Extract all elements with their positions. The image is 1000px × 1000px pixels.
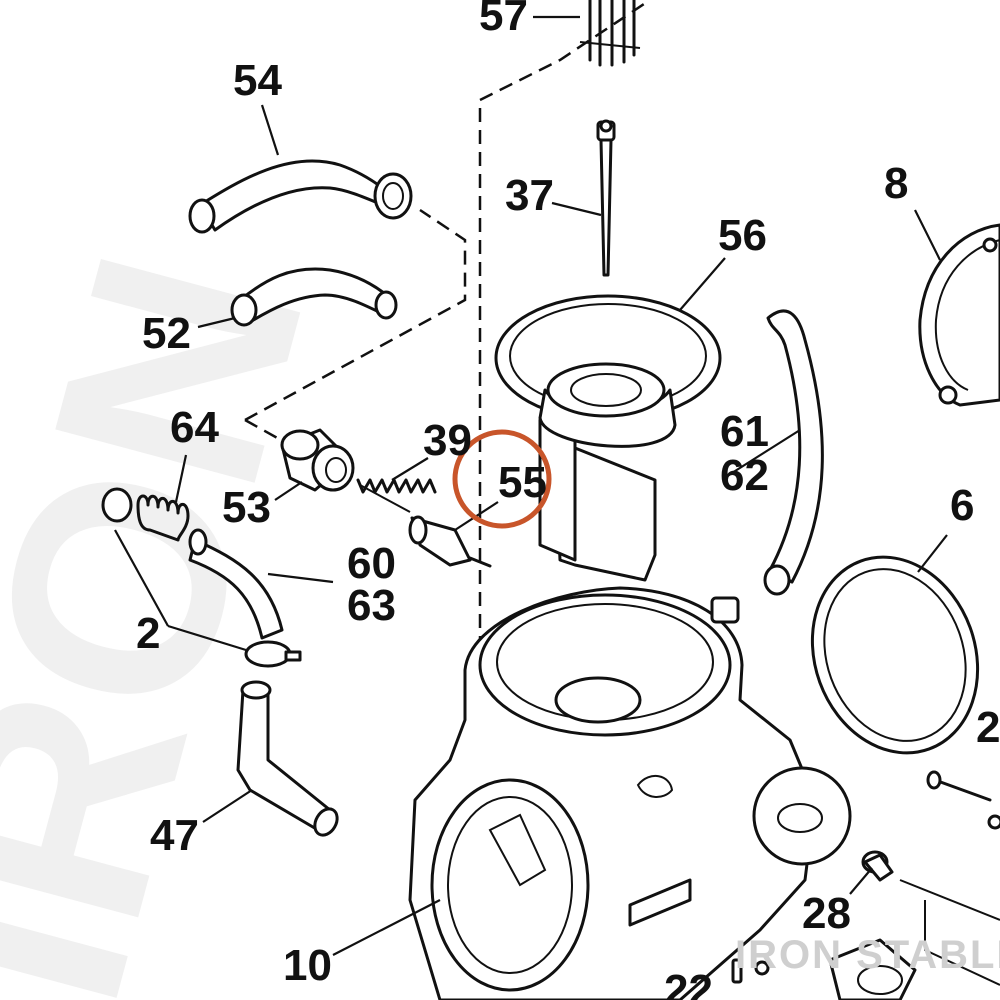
part-6-o-ring xyxy=(810,555,980,755)
callout-39: 39 xyxy=(423,416,472,465)
part-10-carburetor-body xyxy=(408,586,852,1000)
leader-lines xyxy=(114,15,948,956)
callout-8: 8 xyxy=(884,159,908,208)
callout-6: 6 xyxy=(950,481,974,530)
watermark-logo: IRON STABLE xyxy=(735,933,1000,977)
linkage-assembly xyxy=(828,938,917,1000)
part-28-bushing xyxy=(861,850,894,882)
callout-57: 57 xyxy=(479,0,528,40)
part-56-diaphragm-slide xyxy=(494,294,722,582)
callout-61: 61 xyxy=(720,407,769,456)
callout-64: 64 xyxy=(170,403,219,452)
callout-28: 28 xyxy=(802,889,851,938)
part-55-plunger xyxy=(408,515,492,568)
callout-22: 22 xyxy=(664,966,713,1000)
part-54-hose xyxy=(188,159,413,234)
part-52-hose xyxy=(230,267,398,327)
callout-10: 10 xyxy=(283,941,332,990)
part-8-backplate xyxy=(918,223,1000,407)
callout-62: 62 xyxy=(720,451,769,500)
callout-63: 63 xyxy=(347,581,396,630)
callout-2: 2 xyxy=(136,609,160,658)
part-22-screw xyxy=(731,958,770,984)
callout-53: 53 xyxy=(222,483,271,532)
callout-54: 54 xyxy=(233,56,282,105)
callout-60: 60 xyxy=(347,539,396,588)
callout-47: 47 xyxy=(150,811,199,860)
part-57-screws xyxy=(579,0,641,67)
part-47-elbow xyxy=(236,680,339,837)
part-64-spring-clamp xyxy=(101,487,190,542)
part-2-hose-clamp xyxy=(244,640,302,668)
part-39-spring xyxy=(356,478,437,513)
part-37-jet-needle xyxy=(596,119,616,277)
callout-37: 37 xyxy=(505,171,554,220)
callout-56: 56 xyxy=(718,211,767,260)
part-61-62-vent-hose xyxy=(763,309,824,596)
callout-52: 52 xyxy=(142,309,191,358)
part-60-63-hose xyxy=(188,528,284,640)
callout-labels: 57 54 37 56 8 52 64 39 55 61 62 53 6 60 … xyxy=(136,0,1000,1000)
part-53-fitting xyxy=(280,428,355,492)
right-dashed-frame xyxy=(899,879,1000,986)
part-2b-screw xyxy=(926,770,1000,830)
callout-2-right: 2 xyxy=(976,703,1000,752)
callout-55: 55 xyxy=(498,458,547,507)
highlight-circle xyxy=(452,429,552,529)
assembly-guide-lines xyxy=(244,0,651,650)
